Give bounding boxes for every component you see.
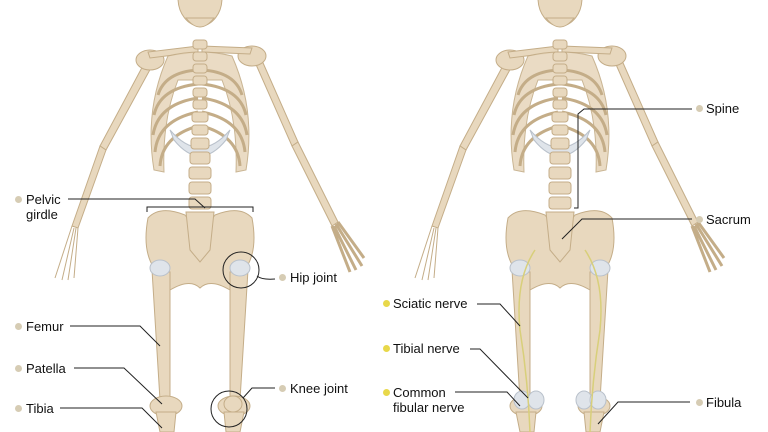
knee-cartilage	[589, 390, 607, 410]
label-line: Pelvic	[26, 192, 61, 207]
bone-dot	[15, 323, 22, 330]
nerve-dot	[383, 345, 390, 352]
label-sacrum: Sacrum	[706, 212, 751, 227]
label-tibia: Tibia	[26, 401, 54, 416]
label-tibial-nerve: Tibial nerve	[393, 341, 460, 356]
label-patella: Patella	[26, 361, 66, 376]
knee-cartilage	[527, 390, 545, 410]
nerve-dot	[383, 300, 390, 307]
bone-dot	[696, 399, 703, 406]
label-line: Common	[393, 385, 446, 400]
label-femur: Femur	[26, 319, 64, 334]
bone-dot	[279, 274, 286, 281]
label-hip-joint: Hip joint	[290, 270, 337, 285]
label-knee-joint: Knee joint	[290, 381, 348, 396]
label-line: fibular nerve	[393, 400, 465, 415]
bone-dot	[15, 196, 22, 203]
label-sciatic-nerve: Sciatic nerve	[393, 296, 468, 311]
bone-dot	[15, 365, 22, 372]
label-line: girdle	[26, 207, 58, 222]
leader-lines	[60, 108, 692, 429]
bone-dot	[696, 216, 703, 223]
bone-dot	[279, 385, 286, 392]
nerve-dot	[383, 389, 390, 396]
sciatic-nerve-right	[584, 249, 602, 432]
bone-dot	[696, 105, 703, 112]
label-fibula: Fibula	[706, 395, 742, 410]
patella-shape	[223, 395, 243, 413]
label-spine: Spine	[706, 101, 740, 116]
sciatic-nerve-left	[518, 249, 536, 432]
bone-dot	[15, 405, 22, 412]
posterior-skeleton	[413, 0, 726, 432]
anterior-skeleton	[53, 0, 366, 432]
